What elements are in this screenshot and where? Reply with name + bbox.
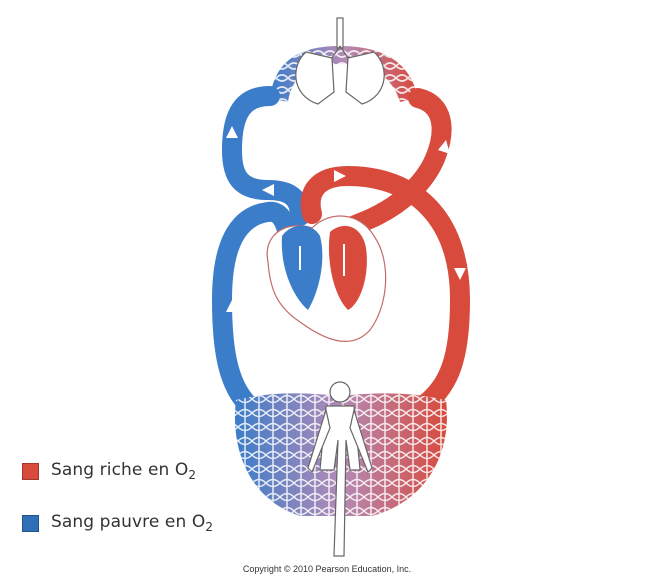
oxygen-poor-label-text: Sang pauvre en O: [51, 512, 205, 532]
oxygen-poor-label-subscript: 2: [205, 520, 213, 534]
pulmonary-artery: [232, 96, 300, 216]
oxygen-rich-label-subscript: 2: [188, 468, 196, 482]
oxygen-rich-label-text: Sang riche en O: [51, 460, 188, 480]
oxygen-poor-label: Sang pauvre en O2: [51, 512, 213, 534]
legend-oxygen-rich: Sang riche en O2: [22, 460, 196, 482]
oxygen-rich-label: Sang riche en O2: [51, 460, 196, 482]
oxygen-rich-swatch: [22, 463, 39, 480]
heart-icon: [267, 216, 385, 341]
pulmonary-capillary-bed: [270, 46, 418, 102]
oxygen-poor-swatch: [22, 515, 39, 532]
legend-oxygen-poor: Sang pauvre en O2: [22, 512, 213, 534]
copyright-notice: Copyright © 2010 Pearson Education, Inc.: [0, 564, 654, 574]
